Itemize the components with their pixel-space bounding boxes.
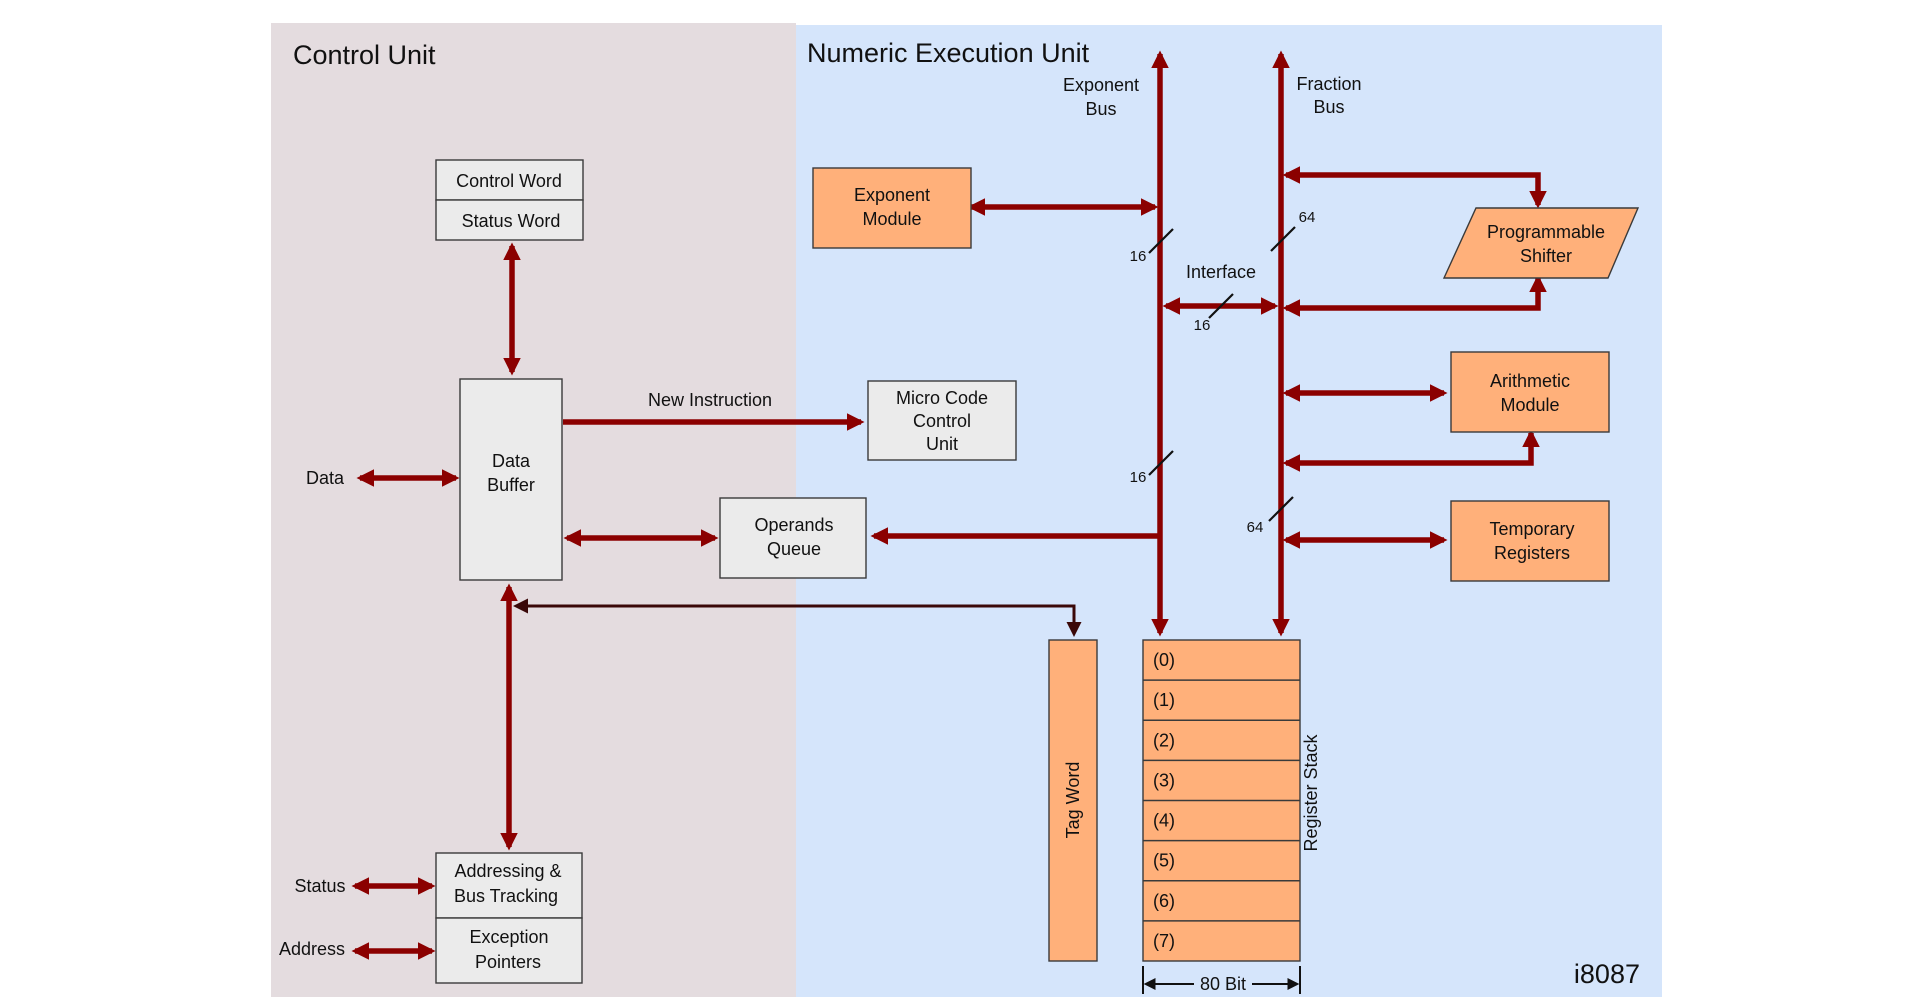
tag-word-label: Tag Word — [1063, 762, 1083, 839]
status-signal-label: Status — [294, 876, 345, 896]
exponent-module-block: Exponent Module — [812, 167, 972, 249]
temporary-registers-block: Temporary Registers — [1450, 500, 1610, 582]
width-label-exp-upper: 16 — [1130, 248, 1147, 265]
numeric-execution-unit-title: Numeric Execution Unit — [807, 38, 1090, 68]
programmable-shifter-label-2: Shifter — [1520, 246, 1572, 266]
status-word-block: Status Word — [435, 199, 584, 241]
control-word-block: Control Word — [435, 159, 584, 201]
programmable-shifter-block: Programmable Shifter — [1442, 207, 1640, 279]
register-stack-label: Register Stack — [1301, 733, 1321, 851]
fraction-bus-label-2: Bus — [1313, 97, 1344, 117]
data-buffer-block: Data Buffer — [459, 378, 563, 581]
exponent-bus-label-1: Exponent — [1063, 75, 1139, 95]
register-1-label: (1) — [1153, 690, 1175, 710]
status-word-label: Status Word — [462, 211, 561, 231]
register-0-label: (0) — [1153, 650, 1175, 670]
addressing-label-2: Bus Tracking — [454, 886, 558, 906]
width-label-frac-upper: 64 — [1299, 209, 1316, 226]
arithmetic-module-label-2: Module — [1500, 395, 1559, 415]
shifter-in-link — [1282, 166, 1547, 209]
register-4-label: (4) — [1153, 811, 1175, 831]
exponent-bus-label-2: Bus — [1085, 99, 1116, 119]
exponent-module-label-1: Exponent — [854, 185, 930, 205]
register-3-label: (3) — [1153, 770, 1175, 790]
fraction-bus-label-1: Fraction — [1296, 74, 1361, 94]
arithmetic-module-label-1: Arithmetic — [1490, 371, 1570, 391]
width-label-frac-lower: 64 — [1247, 519, 1264, 536]
width-tick-interface — [1208, 293, 1234, 319]
exception-pointers-label-2: Pointers — [475, 952, 541, 972]
temporary-registers-label-2: Registers — [1494, 543, 1570, 563]
tag-word-block: Tag Word — [1048, 639, 1098, 962]
operands-queue-label-2: Queue — [767, 539, 821, 559]
control-unit-title: Control Unit — [293, 40, 436, 70]
width-tick-frac-lower — [1268, 496, 1294, 522]
width-tick-exp-upper — [1148, 228, 1174, 254]
register-stack: (0) (1) (2) (3) (4) (5) (6) (7) Register Stack — [1142, 639, 1321, 962]
new-instruction-label: New Instruction — [648, 390, 772, 410]
data-signal-label: Data — [306, 468, 345, 488]
arithmetic-module-block: Arithmetic Module — [1450, 351, 1610, 433]
micro-code-label-3: Unit — [926, 434, 958, 454]
temporary-registers-label-1: Temporary — [1489, 519, 1574, 539]
interface-label: Interface — [1186, 262, 1256, 282]
tag-word-link — [513, 598, 1082, 637]
addressing-block: Addressing & Bus Tracking — [435, 852, 583, 919]
control-word-label: Control Word — [456, 171, 562, 191]
register-width-label: 80 Bit — [1200, 974, 1246, 994]
width-tick-frac-upper — [1270, 226, 1296, 252]
exponent-module-label-2: Module — [862, 209, 921, 229]
exception-pointers-block: Exception Pointers — [435, 917, 583, 984]
addressing-label-1: Addressing & — [454, 861, 561, 881]
address-signal-label: Address — [279, 939, 345, 959]
operands-queue-label-1: Operands — [754, 515, 833, 535]
register-7-label: (7) — [1153, 931, 1175, 951]
exception-pointers-label-1: Exception — [469, 927, 548, 947]
shifter-out-link — [1282, 274, 1547, 317]
width-label-exp-lower: 16 — [1130, 469, 1147, 486]
micro-code-control-unit-block: Micro Code Control Unit — [867, 380, 1017, 461]
programmable-shifter-label-1: Programmable — [1487, 222, 1605, 242]
data-buffer-label-2: Buffer — [487, 475, 535, 495]
width-label-interface: 16 — [1194, 317, 1211, 334]
register-6-label: (6) — [1153, 891, 1175, 911]
register-5-label: (5) — [1153, 851, 1175, 871]
micro-code-label-1: Micro Code — [896, 388, 988, 408]
register-2-label: (2) — [1153, 730, 1175, 750]
chip-label: i8087 — [1574, 959, 1640, 989]
data-buffer-label-1: Data — [492, 451, 531, 471]
arithmetic-out-link — [1282, 429, 1540, 472]
width-tick-exp-lower — [1148, 450, 1174, 476]
operands-queue-block: Operands Queue — [719, 497, 867, 579]
micro-code-label-2: Control — [913, 411, 971, 431]
